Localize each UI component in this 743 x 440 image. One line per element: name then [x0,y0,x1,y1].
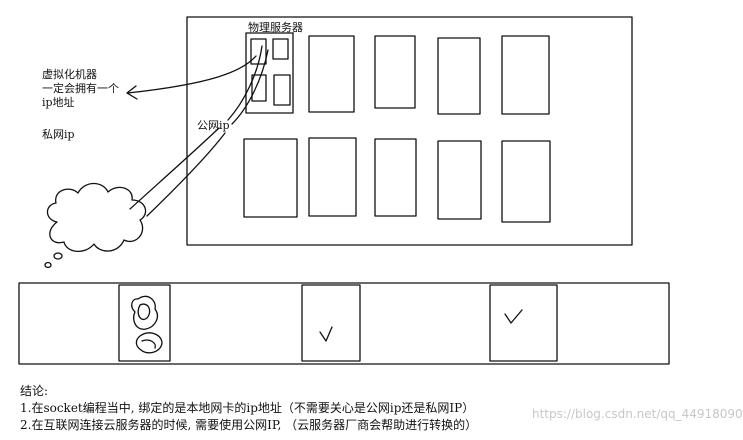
server-box-bottom-1 [243,138,298,218]
vm-box-2 [272,38,289,60]
vm-to-label-arrowhead [126,85,138,100]
strip-box-3 [489,284,558,362]
internet-cloud [46,182,147,252]
datacenter-box [186,16,633,246]
checkmark-icon [319,326,333,342]
server-box-bottom-3 [374,138,417,217]
conclusion-point-1: 1.在socket编程当中, 绑定的是本地网卡的ip地址（不需要关心是公网ip还… [20,401,475,415]
server-box-top-5 [501,35,550,115]
server-box-top-4 [437,37,481,115]
cloud-bubble-2 [44,261,52,269]
server-box-top-2 [308,35,355,113]
public-ip-label: 公网ip [197,119,230,132]
vm-label-line-2: 一定会拥有一个 [42,82,119,95]
server-box-bottom-5 [501,140,551,223]
physical-server-box [245,32,294,114]
vm-label-line-1: 虚拟化机器 [42,68,97,81]
strip-box-2 [301,284,361,362]
conclusion-title: 结论: [20,384,49,398]
vm-box-4 [273,74,291,106]
conclusion-point-2: 2.在互联网连接云服务器的时候, 需要使用公网IP, （云服务器厂商会帮助进行转… [20,418,478,432]
cloud-to-public-ip-line [129,127,220,210]
server-box-bottom-2 [308,137,357,217]
physical-server-label: 物理服务器 [248,21,303,34]
scribble-shape [131,295,159,330]
strip-box-1 [118,284,171,362]
vm-to-public-ip-line-2 [231,49,269,125]
server-box-bottom-4 [437,140,482,220]
watermark: https://blog.csdn.net/qq_44918090 [532,407,743,421]
scribble-shape-2 [135,332,163,354]
vm-to-label-arrow [127,55,257,94]
cloud-to-public-ip-line-2 [146,132,226,217]
server-box-top-3 [374,35,416,109]
checkmark-icon-2 [504,309,523,324]
diagram-canvas [18,16,670,365]
bottom-strip [18,282,670,365]
vm-box-3 [251,74,267,102]
cloud-bubble-1 [53,252,63,260]
vm-label-line-3: ip地址 [42,96,75,109]
private-ip-label: 私网ip [42,128,75,141]
vm-to-public-ip-line [227,45,263,121]
